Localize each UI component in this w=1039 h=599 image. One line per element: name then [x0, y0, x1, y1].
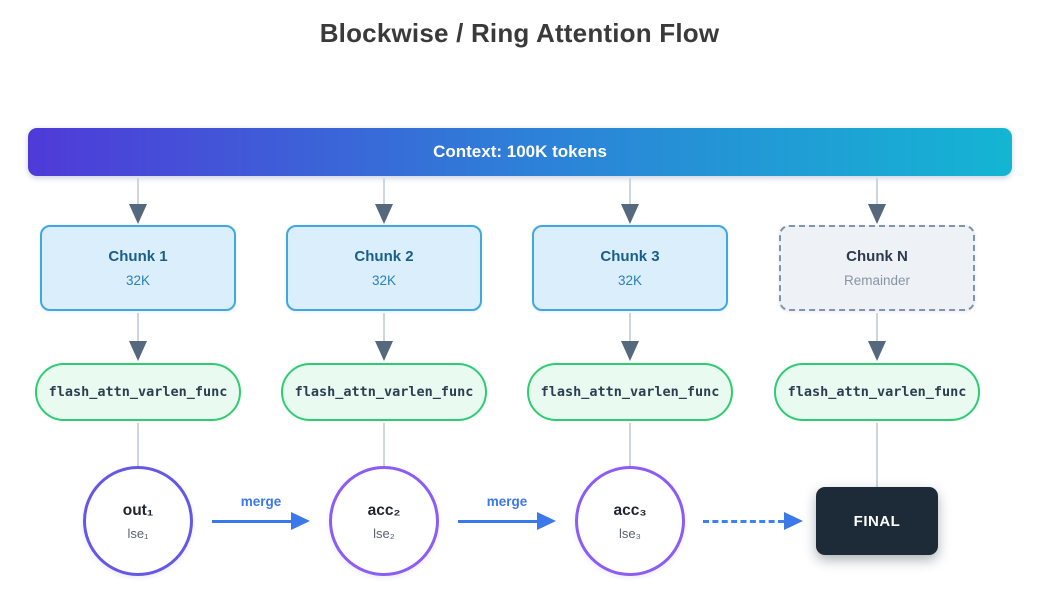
node-title: acc₂ — [367, 501, 401, 519]
arrow-line — [629, 178, 631, 204]
connector-line — [137, 423, 139, 467]
func-pill-1: flash_attn_varlen_func — [35, 363, 241, 421]
func-label: flash_attn_varlen_func — [540, 384, 720, 400]
arrow-line — [458, 519, 537, 523]
down-arrow-icon — [620, 313, 640, 361]
down-arrow-icon — [128, 178, 148, 224]
arrow-line — [212, 519, 291, 523]
chunk-n-size: Remainder — [843, 273, 911, 288]
arrowhead-icon — [129, 341, 147, 361]
merge-label: merge — [240, 494, 282, 509]
node-out1-circle: out₁ lse₁ — [83, 466, 193, 576]
arrow-line — [383, 178, 385, 204]
chunk-n-box: Chunk N Remainder — [779, 225, 975, 311]
connector-line — [383, 423, 385, 467]
arrowhead-icon — [868, 341, 886, 361]
down-arrow-icon — [374, 313, 394, 361]
arrowhead-icon — [375, 204, 393, 224]
chunk-1-title: Chunk 1 — [108, 248, 168, 265]
arrow-line — [629, 313, 631, 341]
func-label: flash_attn_varlen_func — [48, 384, 228, 400]
node-title: acc₃ — [613, 501, 647, 519]
arrow-line — [703, 519, 784, 523]
context-bar-label: Context: 100K tokens — [433, 142, 607, 161]
func-pill-n: flash_attn_varlen_func — [774, 363, 980, 421]
down-arrow-icon — [867, 178, 887, 224]
arrowhead-icon — [784, 512, 803, 530]
chunk-1-box: Chunk 1 32K — [40, 225, 236, 311]
arrow-line — [137, 178, 139, 204]
page-title: Blockwise / Ring Attention Flow — [319, 18, 720, 48]
func-label: flash_attn_varlen_func — [787, 384, 967, 400]
final-node: FINAL — [816, 487, 938, 555]
chunk-3-title: Chunk 3 — [600, 248, 660, 265]
arrow-line — [383, 313, 385, 341]
arrowhead-icon — [868, 204, 886, 224]
func-pill-3: flash_attn_varlen_func — [527, 363, 733, 421]
node-acc3-circle: acc₃ lse₃ — [575, 466, 685, 576]
down-arrow-icon — [374, 178, 394, 224]
chunk-2-title: Chunk 2 — [354, 248, 414, 265]
arrowhead-icon — [129, 204, 147, 224]
merge-label: merge — [486, 494, 528, 509]
chunk-3-size: 32K — [617, 273, 643, 288]
chunk-2-size: 32K — [371, 273, 397, 288]
arrow-line — [137, 313, 139, 341]
node-sub: lse₁ — [127, 525, 149, 541]
arrow-line — [876, 313, 878, 341]
func-label: flash_attn_varlen_func — [294, 384, 474, 400]
final-label: FINAL — [853, 512, 901, 530]
connector-line — [629, 423, 631, 467]
down-arrow-icon — [128, 313, 148, 361]
arrowhead-icon — [621, 204, 639, 224]
node-acc2-circle: acc₂ lse₂ — [329, 466, 439, 576]
arrowhead-icon — [537, 512, 556, 530]
arrowhead-icon — [291, 512, 310, 530]
chunk-2-box: Chunk 2 32K — [286, 225, 482, 311]
merge-arrow-icon — [212, 512, 310, 530]
func-pill-2: flash_attn_varlen_func — [281, 363, 487, 421]
node-title: out₁ — [122, 501, 154, 519]
dashed-arrow-icon — [703, 512, 803, 530]
context-bar: Context: 100K tokens — [28, 128, 1012, 176]
arrowhead-icon — [621, 341, 639, 361]
merge-arrow-icon — [458, 512, 556, 530]
chunk-n-title: Chunk N — [846, 248, 908, 265]
connector-line — [876, 423, 878, 487]
down-arrow-icon — [867, 313, 887, 361]
arrowhead-icon — [375, 341, 393, 361]
arrow-line — [876, 178, 878, 204]
chunk-3-box: Chunk 3 32K — [532, 225, 728, 311]
node-sub: lse₃ — [619, 525, 641, 541]
node-sub: lse₂ — [373, 525, 395, 541]
chunk-1-size: 32K — [125, 273, 151, 288]
down-arrow-icon — [620, 178, 640, 224]
